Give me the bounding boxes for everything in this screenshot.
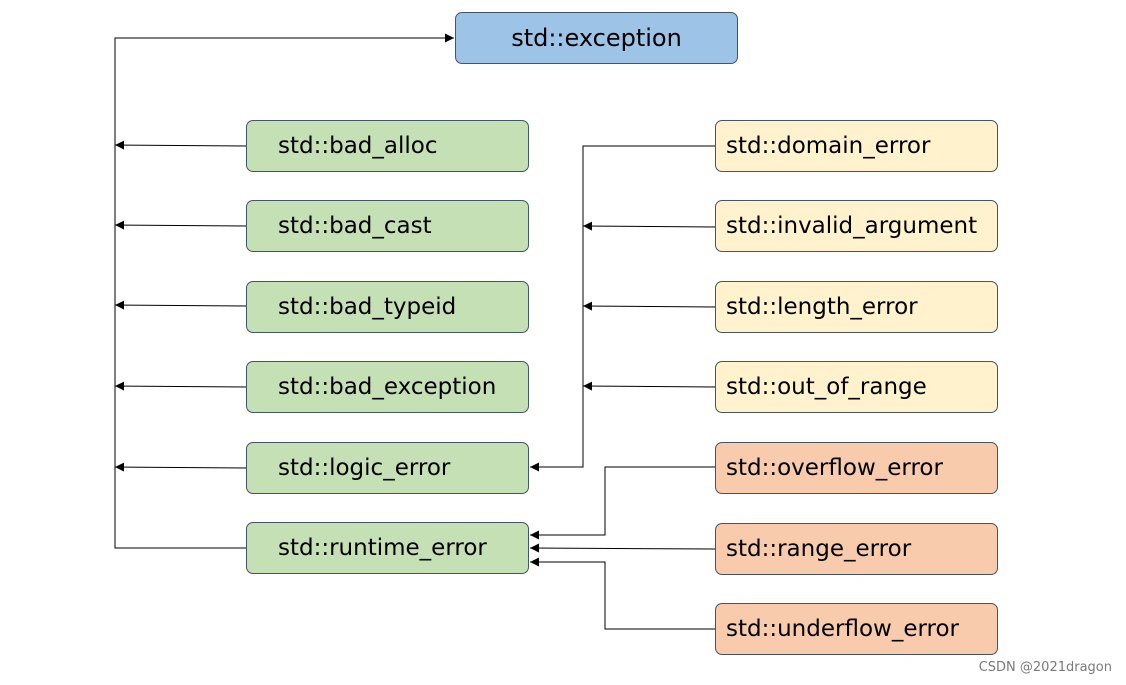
- node-invalid-argument: std::invalid_argument: [715, 200, 998, 252]
- node-bad-cast: std::bad_cast: [246, 200, 529, 252]
- edge-logic-error-to-exception: [114, 462, 247, 472]
- edge-bad-exception-to-exception: [114, 381, 247, 391]
- node-out-of-range: std::out_of_range: [715, 361, 998, 413]
- node-bad-alloc: std::bad_alloc: [246, 120, 529, 172]
- edge-underflow-error-to-runtime-error: [530, 557, 715, 630]
- node-domain-error: std::domain_error: [715, 120, 998, 172]
- edge-overflow-error-to-runtime-error: [530, 466, 715, 540]
- node-bad-exception: std::bad_exception: [246, 361, 529, 413]
- node-range-error: std::range_error: [715, 523, 998, 575]
- node-bad-typeid: std::bad_typeid: [246, 281, 529, 333]
- edge-out-of-range-to-logic-error: [582, 381, 716, 391]
- node-length-error: std::length_error: [715, 281, 998, 333]
- edge-length-error-to-logic-error: [582, 301, 716, 311]
- edge-bad-alloc-to-exception: [114, 140, 247, 150]
- node-runtime-error: std::runtime_error: [246, 522, 529, 574]
- node-underflow-error: std::underflow_error: [715, 603, 998, 655]
- node-logic-error: std::logic_error: [246, 442, 529, 494]
- node-std-exception: std::exception: [455, 12, 738, 64]
- watermark: CSDN @2021dragon: [978, 660, 1112, 675]
- edge-bad-cast-to-exception: [114, 220, 247, 230]
- edge-invalid-argument-to-logic-error: [582, 221, 716, 231]
- node-overflow-error: std::overflow_error: [715, 442, 998, 494]
- edge-bad-typeid-to-exception: [114, 300, 247, 310]
- edge-runtime-error-to-exception: [114, 33, 454, 549]
- edge-range-error-to-runtime-error: [529, 543, 716, 553]
